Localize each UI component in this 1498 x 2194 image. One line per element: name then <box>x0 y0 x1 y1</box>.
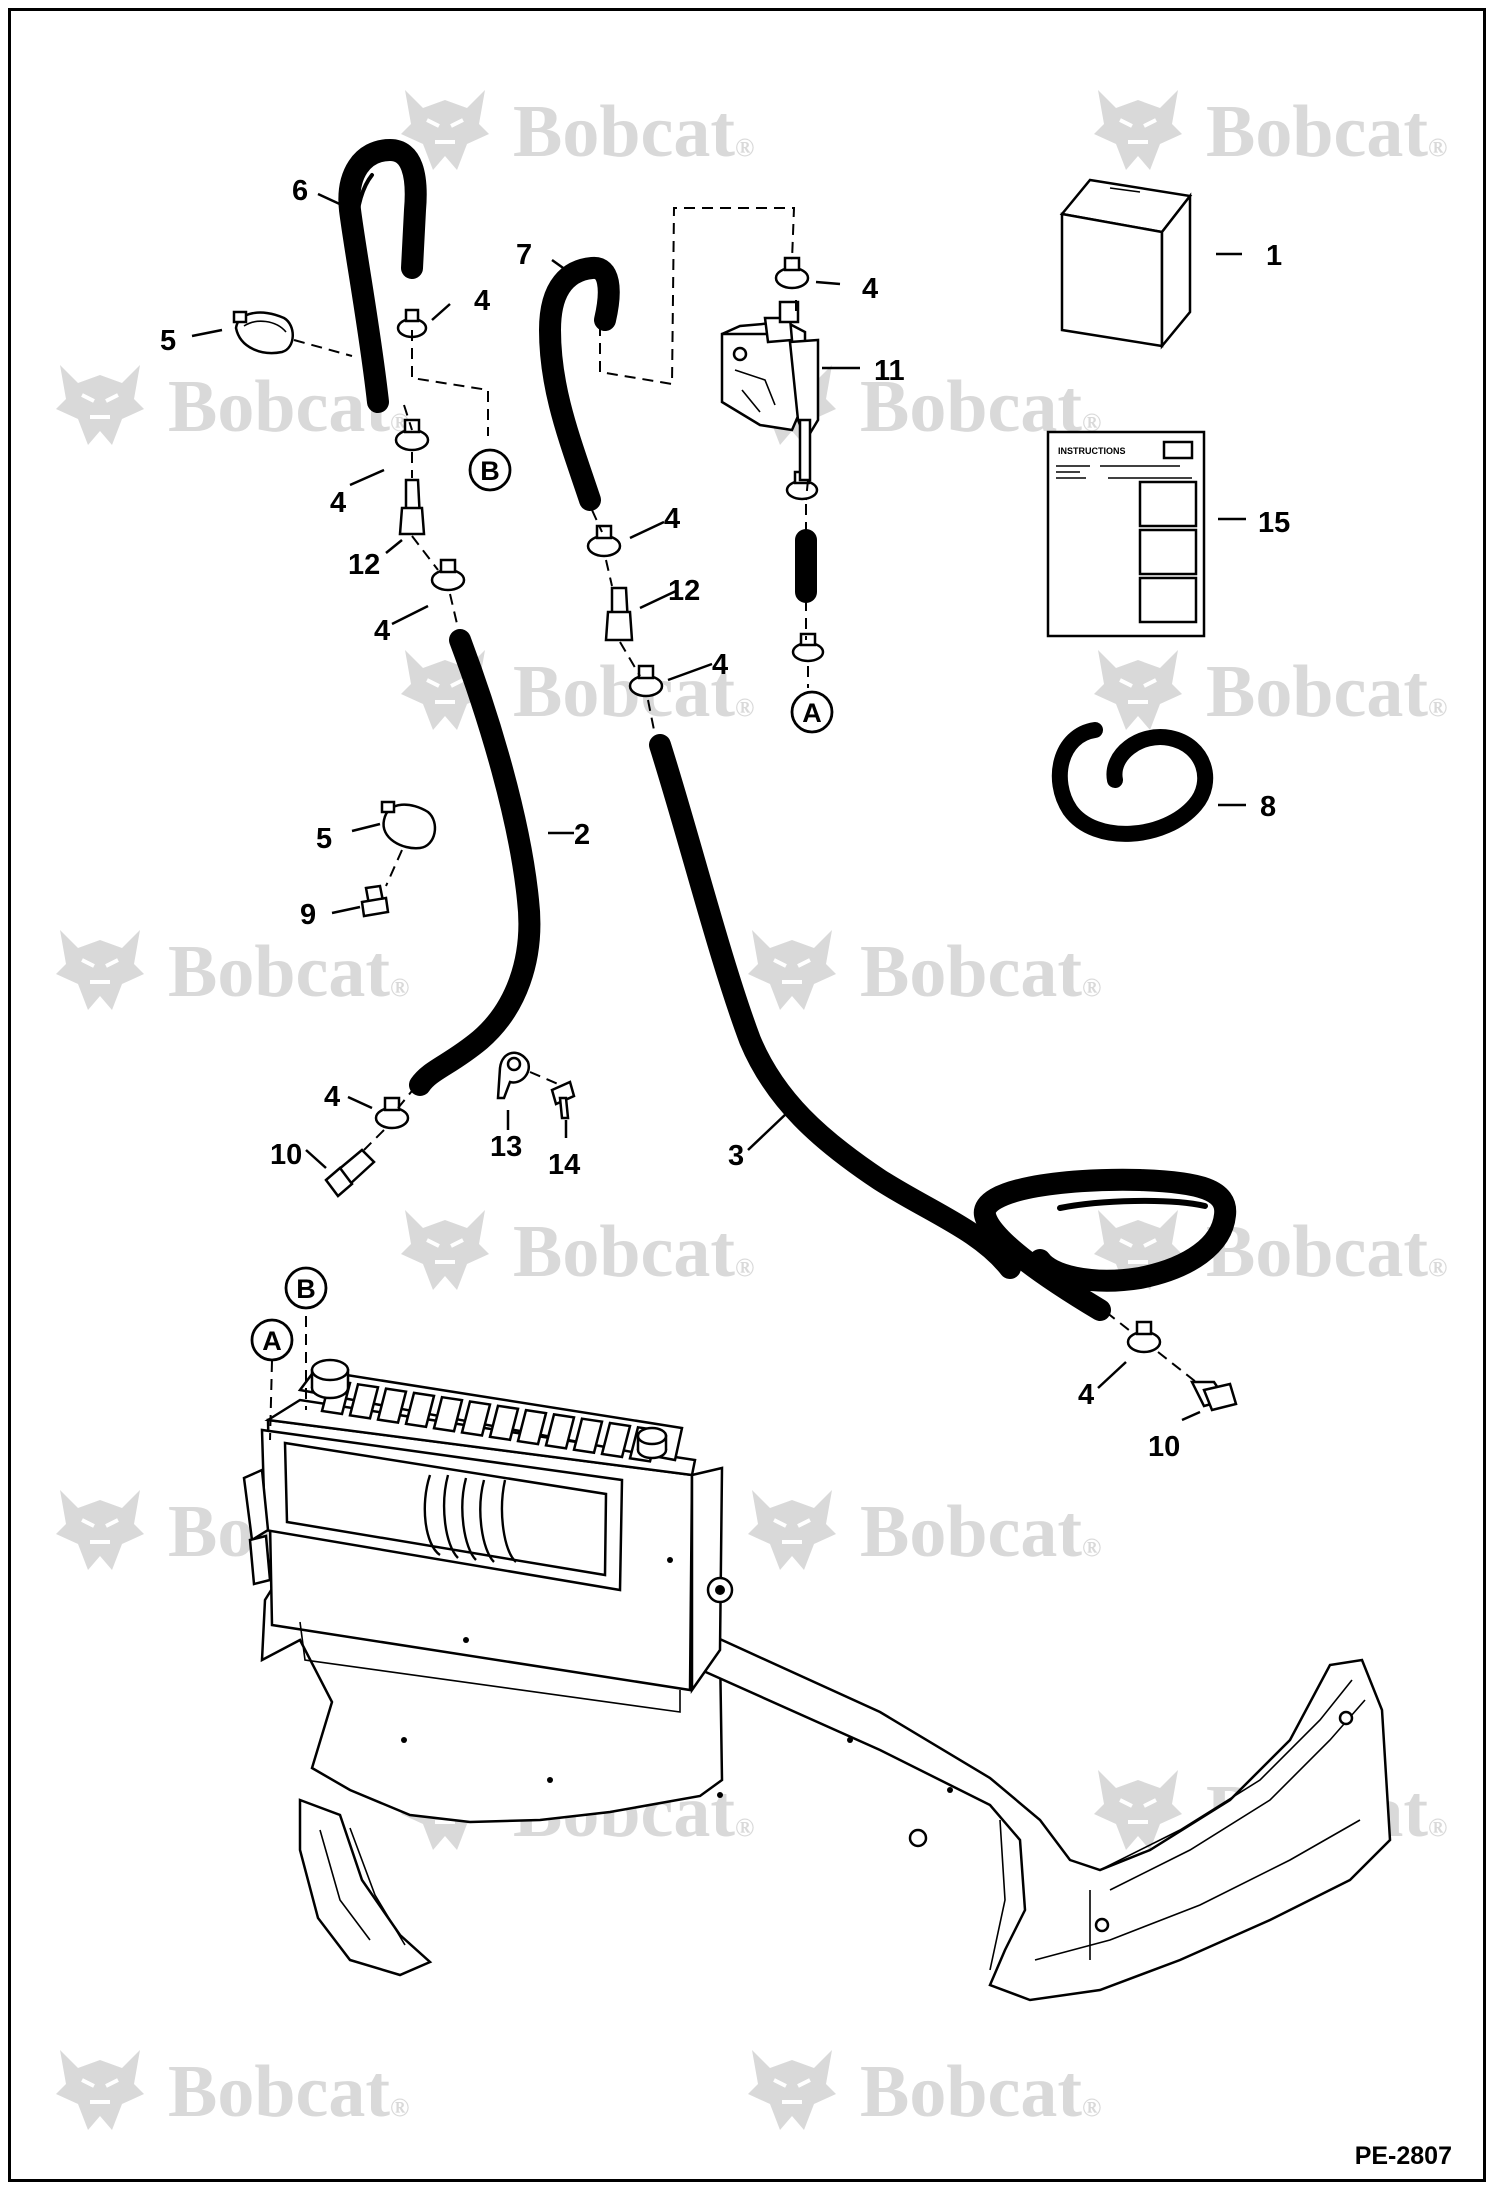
hose-icon <box>338 139 1237 1321</box>
callout-4: 4 <box>474 285 490 317</box>
callout-1: 1 <box>1266 240 1282 272</box>
louver-slot <box>348 1382 380 1420</box>
callout-4: 4 <box>1078 1379 1094 1411</box>
callout-4: 4 <box>374 615 390 647</box>
bobcat-logo-icon <box>399 1208 491 1292</box>
circle-label-b-top: B <box>468 448 512 492</box>
connection-lines <box>269 207 1197 1441</box>
instruction-sheet-title: INSTRUCTIONS <box>1058 446 1126 456</box>
kit-box-icon <box>1059 178 1193 350</box>
watermark-text: Bobcat® <box>860 1491 1101 1573</box>
callout-9: 9 <box>300 899 316 931</box>
louver-slot <box>516 1408 548 1446</box>
valve-icon <box>720 300 820 482</box>
callout-5: 5 <box>160 325 176 357</box>
bobcat-logo-icon <box>746 1488 838 1572</box>
watermark-text: Bobcat® <box>1206 651 1447 733</box>
louver-slot <box>432 1395 464 1433</box>
louver-slot <box>460 1400 492 1437</box>
callout-5: 5 <box>316 823 332 855</box>
callout-10: 10 <box>270 1139 302 1171</box>
callout-11: 11 <box>874 355 905 387</box>
watermark-text: Bobcat® <box>168 2051 409 2133</box>
callout-15: 15 <box>1258 507 1290 539</box>
callout-10: 10 <box>1148 1431 1180 1463</box>
hose-clamp-icon <box>232 256 1238 1412</box>
watermark-text: Bobcat® <box>1206 1211 1447 1293</box>
reference-circles: B A B A <box>250 448 834 1362</box>
callout-8: 8 <box>1260 791 1276 823</box>
callout-4: 4 <box>664 503 680 535</box>
louver-slot <box>404 1391 436 1429</box>
circle-label-b-bottom: B <box>284 1266 328 1310</box>
callout-4: 4 <box>712 649 728 681</box>
louver-slot <box>488 1404 520 1442</box>
circle-label-a-top: A <box>790 690 834 734</box>
watermark-text: Bobcat® <box>168 931 409 1013</box>
bobcat-logo-icon <box>1092 648 1184 732</box>
heater-core-icon <box>242 1358 1392 2002</box>
bobcat-logo-icon <box>54 363 146 447</box>
heater-louvers <box>320 1378 660 1463</box>
circle-letter: B <box>480 456 500 486</box>
bobcat-logo-icon <box>54 2048 146 2132</box>
callout-6: 6 <box>292 175 308 207</box>
callout-14: 14 <box>548 1149 580 1181</box>
bobcat-logo-icon <box>746 928 838 1012</box>
bobcat-logo-icon <box>746 2048 838 2132</box>
watermark-text: Bobcat® <box>1206 91 1447 173</box>
bobcat-logo-icon <box>54 928 146 1012</box>
callout-12: 12 <box>348 549 380 581</box>
watermark-text: Bobcat® <box>860 2051 1101 2133</box>
watermark-text: Bobcat® <box>860 931 1101 1013</box>
circle-label-a-bottom: A <box>250 1318 294 1362</box>
callout-4: 4 <box>330 487 346 519</box>
callout-12: 12 <box>668 575 700 607</box>
bobcat-logo-icon <box>1092 88 1184 172</box>
callout-4: 4 <box>862 273 878 305</box>
reference-code: PE-2807 <box>1355 2142 1452 2170</box>
watermark-text: Bobcat® <box>513 91 754 173</box>
leader-lines <box>191 192 1246 1422</box>
callout-3: 3 <box>728 1140 744 1172</box>
louver-slot <box>600 1421 632 1459</box>
circle-letter: A <box>802 698 822 728</box>
louver-slot <box>572 1417 604 1455</box>
watermark-text: Bobcat® <box>513 1211 754 1293</box>
callout-13: 13 <box>490 1131 522 1163</box>
manual-icon: INSTRUCTIONS <box>1046 430 1206 638</box>
bobcat-logo-icon <box>54 1488 146 1572</box>
callout-layer: 1 2 3 4 4 4 4 4 4 4 4 5 5 6 7 8 9 10 10 … <box>160 175 1290 1463</box>
louver-slot <box>376 1387 408 1425</box>
callout-4: 4 <box>324 1081 340 1113</box>
callout-7: 7 <box>516 239 532 271</box>
circle-letter: B <box>296 1274 316 1304</box>
callout-2: 2 <box>574 819 590 851</box>
circle-letter: A <box>262 1326 282 1356</box>
louver-slot <box>544 1412 576 1450</box>
